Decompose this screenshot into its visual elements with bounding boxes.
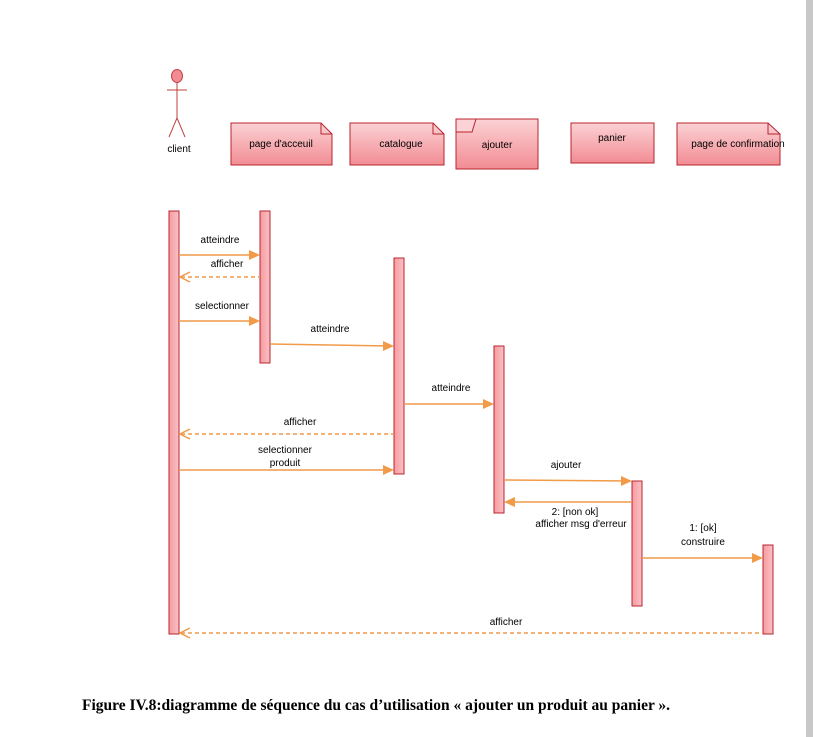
message-label: afficher	[211, 259, 244, 270]
arrowhead	[621, 476, 632, 486]
message-label: 2: [non ok]	[552, 507, 599, 518]
message-label: selectionner	[258, 445, 313, 456]
participant-accueil: page d'acceuil	[230, 122, 333, 166]
arrowhead	[178, 428, 191, 440]
participant-label: page de confirmation	[691, 139, 784, 150]
figure-caption: Figure IV.8:diagramme de séquence du cas…	[82, 697, 671, 714]
actor-leg-left	[168, 117, 178, 138]
message-atteindre-1: atteindre	[179, 235, 260, 260]
message-afficher-1: afficher	[178, 259, 260, 283]
activation-bar-panier	[631, 480, 643, 607]
message-ajouter: ajouter	[503, 460, 632, 486]
actor-client: client	[167, 69, 191, 155]
message-atteindre-2: atteindre	[269, 324, 394, 351]
message-label: selectionner	[195, 301, 250, 312]
message-afficher-2: afficher	[178, 417, 394, 440]
message-label: afficher	[284, 417, 317, 428]
arrowhead	[178, 627, 191, 639]
participant-label: catalogue	[379, 139, 423, 150]
message-label: atteindre	[311, 324, 350, 335]
arrowhead	[249, 250, 260, 260]
actor-head	[171, 69, 183, 83]
arrowhead	[504, 497, 515, 507]
activation-bar-accueil	[259, 210, 271, 364]
actor-label: client	[167, 144, 191, 155]
message-selectionner-1: selectionner	[179, 301, 260, 326]
page-edge	[806, 0, 813, 737]
sequence-diagram: client page d'acceuil catalogue ajouter …	[167, 69, 785, 639]
message-label: afficher	[490, 617, 523, 628]
activation-bar-ajouter	[493, 345, 505, 514]
arrowhead	[752, 553, 763, 563]
arrowhead	[178, 271, 191, 283]
activation-bar-catalogue	[393, 257, 405, 475]
activation-bar-confirmation	[762, 544, 774, 635]
arrowhead	[383, 341, 394, 351]
message-label: afficher msg d'erreur	[535, 519, 627, 530]
message-construire: 1: [ok] construire	[642, 523, 763, 563]
participant-label: panier	[598, 133, 626, 144]
participant-panier: panier	[570, 122, 655, 164]
activation-bar-client	[168, 210, 180, 635]
participant-confirmation: page de confirmation	[676, 122, 785, 166]
message-label: atteindre	[432, 383, 471, 394]
participant-catalogue: catalogue	[349, 122, 445, 166]
arrowhead	[383, 465, 394, 475]
message-label: atteindre	[201, 235, 240, 246]
participant-label: ajouter	[482, 140, 513, 151]
arrowhead	[483, 399, 494, 409]
message-non-ok: 2: [non ok] afficher msg d'erreur	[504, 497, 632, 530]
actor-leg-right	[176, 117, 186, 138]
message-label: produit	[270, 458, 301, 469]
message-atteindre-3: atteindre	[404, 383, 494, 409]
participant-ajouter: ajouter	[455, 118, 539, 170]
participant-label: page d'acceuil	[249, 139, 313, 150]
message-label: ajouter	[551, 460, 582, 471]
message-label: 1: [ok]	[689, 523, 716, 534]
message-selectionner-produit: selectionner produit	[179, 445, 394, 475]
message-afficher-3: afficher	[178, 617, 763, 639]
message-label: construire	[681, 537, 725, 548]
arrowhead	[249, 316, 260, 326]
